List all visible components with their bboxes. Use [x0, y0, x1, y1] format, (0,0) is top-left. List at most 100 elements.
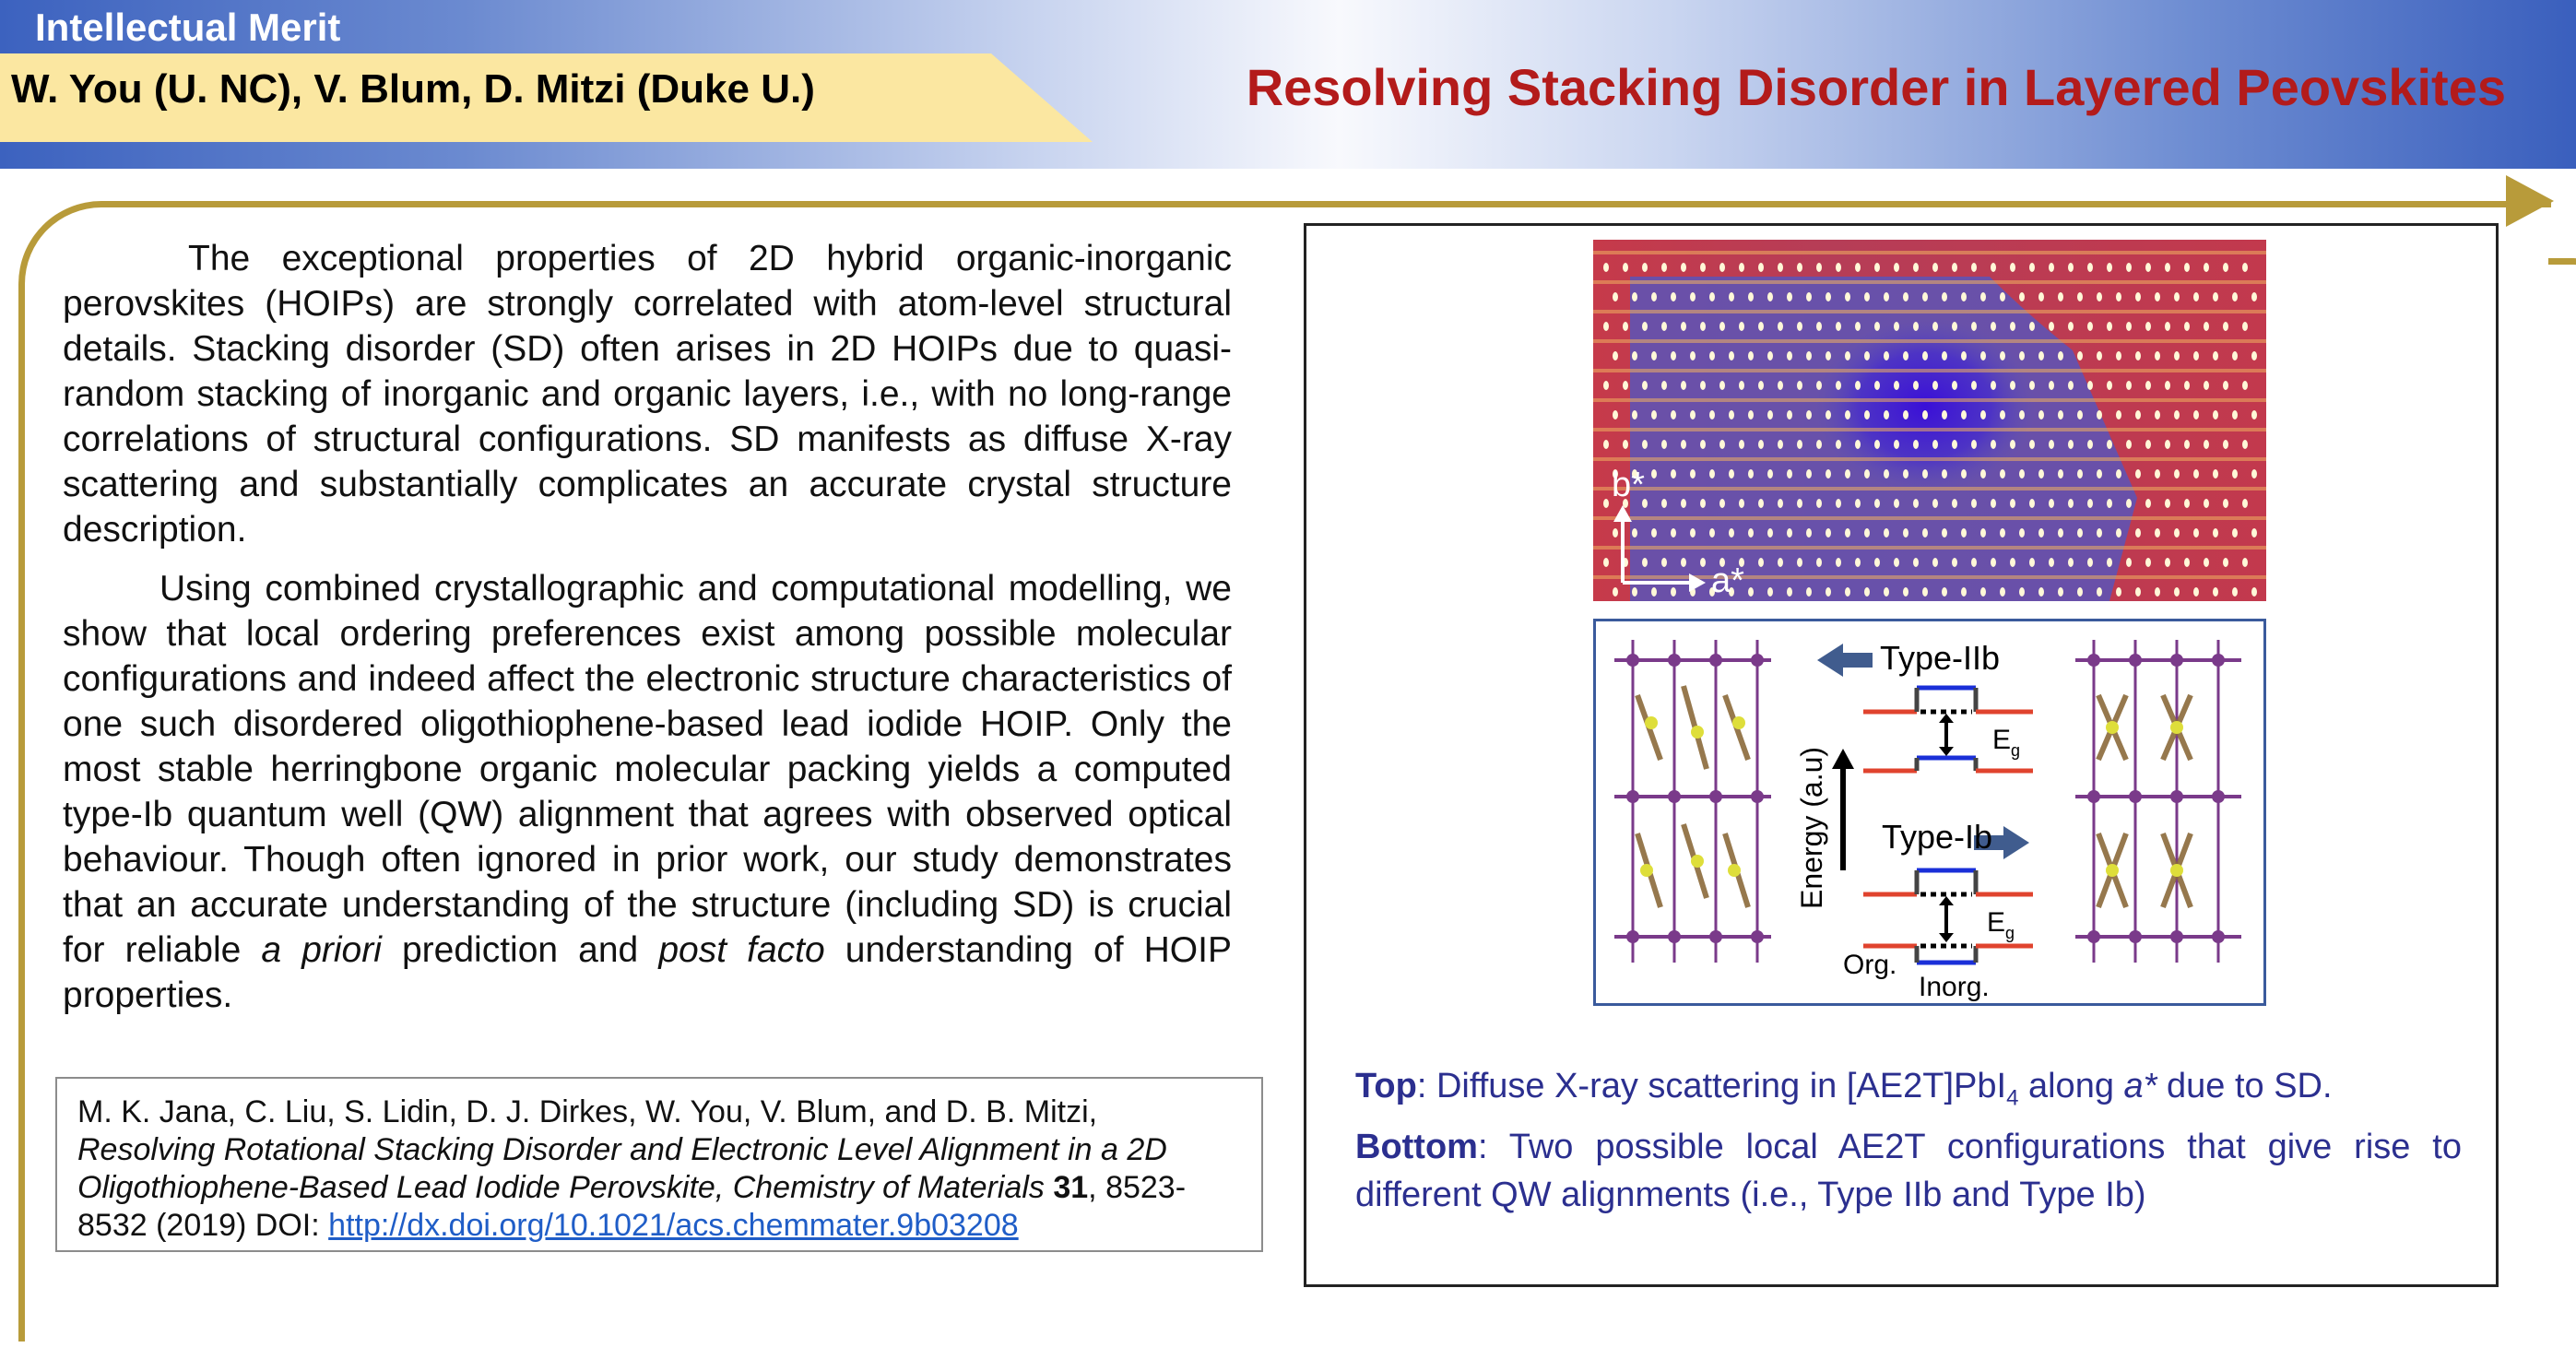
scatter-spot	[1739, 381, 1744, 390]
scatter-spot	[1778, 381, 1783, 390]
scatter-spot	[2174, 351, 2180, 360]
scatter-spot	[2213, 351, 2218, 360]
scatter-spot	[2155, 292, 2160, 301]
scatter-spot	[1642, 558, 1648, 567]
scatter-spot	[2029, 440, 2035, 449]
scatter-spot	[1826, 351, 1831, 360]
scatter-streak	[1593, 339, 2266, 343]
scatter-spot	[1991, 381, 1996, 390]
scatter-spot	[1758, 558, 1764, 567]
scatter-spot	[1671, 410, 1676, 420]
scatter-spot	[1748, 292, 1754, 301]
scatter-spot	[1991, 440, 1996, 449]
gold-frame-right	[2548, 258, 2576, 1371]
scatter-spot	[2204, 322, 2209, 331]
scatter-spot	[2010, 263, 2015, 272]
scatter-spot	[1952, 558, 1957, 567]
scatter-spot	[1845, 469, 1850, 479]
scatter-spot	[1758, 381, 1764, 390]
scatter-spot	[1681, 558, 1686, 567]
scatter-spot	[1942, 292, 1947, 301]
scatter-spot	[1874, 440, 1880, 449]
scatter-spot	[2184, 322, 2190, 331]
scatter-spot	[2251, 410, 2257, 420]
scatter-spot	[1903, 469, 1908, 479]
scatter-spot	[1884, 292, 1889, 301]
scatter-spot	[1922, 469, 1928, 479]
scatter-spot	[2107, 558, 2112, 567]
scatter-spot	[2058, 469, 2063, 479]
scatter-spot	[2087, 322, 2093, 331]
scatter-spot	[1836, 381, 1841, 390]
scatter-spot	[1855, 381, 1861, 390]
scatter-spot	[2000, 351, 2005, 360]
scatter-spot	[1690, 292, 1696, 301]
scatter-spot	[2242, 381, 2248, 390]
scatter-spot	[1942, 469, 1947, 479]
scatter-spot	[2000, 469, 2005, 479]
scatter-spot	[1922, 351, 1928, 360]
scatter-spot	[2029, 558, 2035, 567]
scatter-spot	[2204, 558, 2209, 567]
scatter-spot	[2058, 587, 2063, 597]
scatter-spot	[2126, 322, 2132, 331]
scatter-spot	[2019, 292, 2025, 301]
scatter-spot	[2145, 499, 2151, 508]
scatter-spot	[2165, 322, 2170, 331]
scatter-spot	[1980, 410, 1986, 420]
scatter-spot	[1661, 440, 1667, 449]
scatter-spot	[2019, 351, 2025, 360]
svg-text:Eg: Eg	[1987, 907, 2015, 942]
page-title: Resolving Stacking Disorder in Layered P…	[1246, 58, 2506, 116]
scatter-spot	[1855, 440, 1861, 449]
paragraph-1: The exceptional properties of 2D hybrid …	[63, 239, 1232, 550]
scatter-spot	[1836, 499, 1841, 508]
paragraph-2-text-a: Using combined crystallographic and comp…	[63, 569, 1232, 970]
scatter-spot	[1894, 381, 1899, 390]
scatter-spot	[1671, 292, 1676, 301]
scatter-spot	[1778, 558, 1783, 567]
scatter-spot	[1642, 263, 1648, 272]
scatter-streak	[1593, 280, 2266, 284]
scatter-spot	[2038, 528, 2044, 538]
scatter-spot	[2038, 292, 2044, 301]
scatter-spot	[2223, 558, 2228, 567]
scatter-spot	[2058, 351, 2063, 360]
eg-sub-bottom: g	[2005, 924, 2015, 942]
scatter-spot	[2145, 322, 2151, 331]
scatter-spot	[1884, 587, 1889, 597]
scatter-spot	[1787, 469, 1792, 479]
scatter-spot	[1903, 587, 1908, 597]
scatter-spot	[1632, 469, 1637, 479]
scatter-spot	[1681, 440, 1686, 449]
scatter-spot	[1971, 499, 1977, 508]
scatter-spot	[1739, 263, 1744, 272]
scatter-spot	[1980, 351, 1986, 360]
scatter-spot	[1681, 499, 1686, 508]
figure-caption: Top: Diffuse X-ray scattering in [AE2T]P…	[1355, 1062, 2462, 1219]
scatter-spot	[1623, 499, 1628, 508]
scatter-spot	[2019, 528, 2025, 538]
scatter-spot	[2251, 469, 2257, 479]
scatter-spot	[2087, 381, 2093, 390]
scatter-spot	[1778, 322, 1783, 331]
scatter-spot	[1642, 440, 1648, 449]
caption-top-text-c: due to SD.	[2157, 1067, 2333, 1105]
scatter-spot	[2097, 528, 2102, 538]
scatter-spot	[1787, 410, 1792, 420]
scatter-spot	[1739, 558, 1744, 567]
scatter-spot	[2135, 292, 2141, 301]
scatter-spot	[2165, 263, 2170, 272]
scatter-spot	[2010, 558, 2015, 567]
doi-link[interactable]: http://dx.doi.org/10.1021/acs.chemmater.…	[328, 1208, 1019, 1243]
scatter-spot	[1700, 381, 1706, 390]
reference-title: Resolving Rotational Stacking Disorder a…	[77, 1132, 1167, 1205]
scatter-spot	[1642, 381, 1648, 390]
scatter-spot	[2029, 499, 2035, 508]
scatter-spot	[2165, 558, 2170, 567]
scatter-spot	[2097, 587, 2102, 597]
right-crystal-structure	[2075, 640, 2241, 963]
scatter-spot	[2135, 351, 2141, 360]
scatter-spot	[2193, 528, 2199, 538]
scatter-spot	[1952, 440, 1957, 449]
